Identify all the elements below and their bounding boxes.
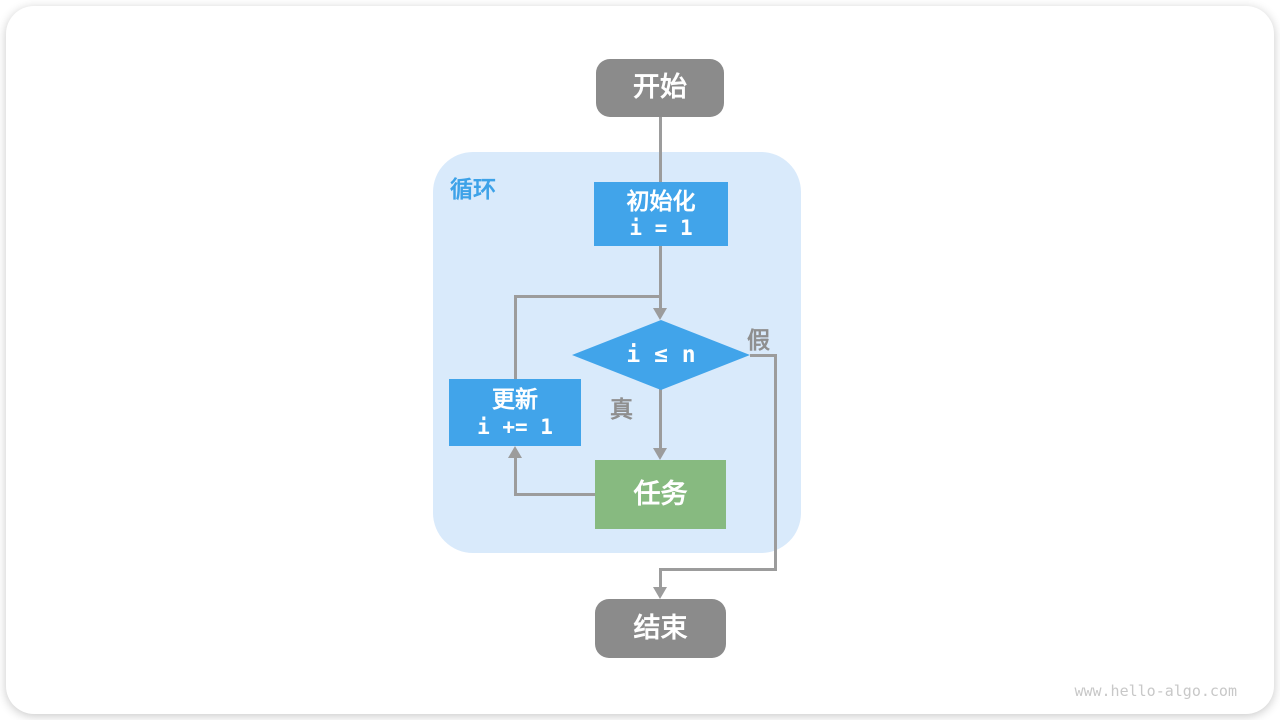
task-node: 任务 [595,460,726,529]
update-node-code: i += 1 [477,414,553,439]
false-edge-label: 假 [747,327,770,353]
edge-update-merge-horizontal-line [514,295,662,298]
true-edge-label: 真 [610,396,633,422]
edge-condition-to-task-line [659,389,662,450]
arrowhead-into-end-icon [653,587,667,599]
edge-task-to-update-vertical-line [514,456,517,496]
init-node-code: i = 1 [629,216,693,241]
end-node: 结束 [595,599,726,658]
task-node-label: 任务 [633,478,688,509]
edge-false-vertical-line [774,354,777,571]
edge-false-bottom-horizontal-line [659,568,777,571]
edge-update-up-line [514,295,517,379]
condition-label: i ≤ n [626,342,696,368]
loop-label: 循环 [450,176,496,202]
update-node: 更新 i += 1 [449,379,581,446]
edge-false-to-end-line [659,568,662,589]
arrowhead-into-condition-icon [653,308,667,320]
edge-init-to-condition-line [659,246,662,310]
arrowhead-into-task-icon [653,448,667,460]
figure-card: 循环 开始 初始化 i = 1 i ≤ n 更新 i += 1 任务 结束 真 … [6,6,1274,714]
update-node-title: 更新 [492,386,538,412]
watermark: www.hello-algo.com [1074,682,1237,700]
end-node-label: 结束 [633,612,688,643]
edge-start-to-init-line [659,117,662,182]
init-node: 初始化 i = 1 [594,182,728,246]
arrowhead-into-update-icon [508,446,522,458]
edge-task-to-update-horizontal-line [516,493,596,496]
init-node-title: 初始化 [626,187,696,214]
start-node: 开始 [596,59,724,117]
edge-false-horizontal-line [750,354,777,357]
start-node-label: 开始 [633,72,687,103]
